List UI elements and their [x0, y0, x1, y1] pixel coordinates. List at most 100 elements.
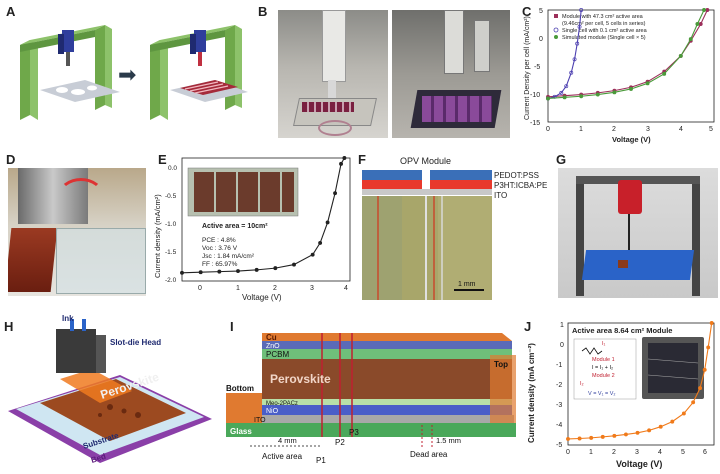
- bottom-label: Bottom: [226, 384, 254, 393]
- chart-c-point: [546, 96, 550, 101]
- chart-j-point: [681, 411, 686, 416]
- panel-label-c: C: [522, 4, 532, 19]
- chart-e-xtick: 4: [344, 285, 348, 292]
- 3d-printer-photo: [558, 168, 718, 298]
- chart-j-xtick: 0: [566, 449, 570, 456]
- chart-j-xlabel: Voltage (V): [616, 459, 662, 469]
- chart-e-point: [333, 191, 338, 196]
- chart-j-ytick: 0: [560, 342, 564, 349]
- chart-j-point: [600, 434, 605, 439]
- chart-c-ytick: 5: [539, 8, 543, 15]
- panel-j: J Active area 8.64 cm² Module I₁ Module …: [522, 315, 720, 469]
- perovskite-film: [40, 379, 186, 441]
- chart-c-point: [612, 90, 617, 95]
- printer-frame-left: [20, 25, 120, 120]
- perovskite-stack-diagram: Cu ZnO PCBM Perovskite Meo-2PACz NiO ITO…: [226, 333, 516, 465]
- layer-label-ito: ITO: [494, 191, 507, 200]
- chart-c-series-line-0: [547, 9, 708, 98]
- chart-c-series-line-2: [547, 9, 705, 100]
- chart-j-point: [658, 424, 663, 429]
- chart-c-series-line-1: [547, 9, 582, 100]
- bottom-contact: [226, 393, 262, 423]
- chart-c-point: [705, 8, 710, 12]
- legend-text: Single cell with 0.1 cm² active area: [562, 28, 648, 34]
- chart-j-ytick: 1: [560, 322, 564, 329]
- p1-label: P1: [316, 456, 326, 465]
- chart-j-ytick: -4: [556, 422, 562, 429]
- chart-c-point: [662, 71, 667, 76]
- chart-j-ylabel: Current density (mA cm⁻²): [527, 343, 536, 443]
- pcbm-label: PCBM: [266, 350, 289, 359]
- cu-label: Cu: [266, 333, 277, 342]
- chart-j-series-line-0: [567, 322, 713, 440]
- layer-pedot-right: [430, 170, 492, 180]
- chart-j-frame: [567, 322, 715, 446]
- chart-c-ytick: 0: [539, 36, 543, 43]
- chart-e-ytick: -2.0: [165, 277, 177, 284]
- nio-label: NiO: [266, 408, 279, 415]
- p3-label: P3: [349, 428, 359, 437]
- dead-area-label: Dead area: [410, 450, 448, 459]
- chart-e-xtick: 2: [273, 285, 277, 292]
- four-mm-label: 4 mm: [278, 436, 297, 445]
- layer-pcbm: [262, 349, 512, 359]
- chart-c-point: [645, 81, 650, 86]
- chart-j-xtick: 6: [703, 449, 707, 456]
- panel-i: I Cu ZnO PCBM Perovskite Meo-2PACz NiO I…: [222, 315, 522, 469]
- panel-b: B: [258, 0, 520, 145]
- chart-e-point: [254, 267, 259, 272]
- layer-active-left: [362, 180, 422, 189]
- chart-j-point: [647, 428, 652, 433]
- opv-module-diagram: OPV Module PEDOT:PSS P3HT:ICBA:PEI ITO 1…: [362, 156, 550, 300]
- glass-label: Glass: [230, 427, 252, 436]
- module-cell: [282, 172, 294, 212]
- panel-label-g: G: [556, 152, 567, 167]
- chart-c-point: [569, 70, 574, 75]
- chart-e-ytick: -0.5: [165, 193, 177, 200]
- slot-die-front: [96, 335, 106, 373]
- panel-label-j: J: [524, 319, 532, 334]
- pce-text: PCE : 4.8%: [202, 237, 236, 244]
- chart-e-xtick: 1: [236, 285, 240, 292]
- chart-c-xtick: 1: [579, 126, 583, 133]
- chart-e: Active area = 10cm² PCE : 4.8% Voc : 3.7…: [153, 156, 351, 302]
- top-contact: [490, 355, 516, 423]
- chart-j-ytick: -1: [556, 362, 562, 369]
- layer-label-pedot: PEDOT:PSS: [494, 171, 539, 180]
- coating-photo: [8, 168, 146, 296]
- chart-c-point: [702, 8, 706, 12]
- legend-marker-simulated: [554, 35, 558, 39]
- chart-j-point: [691, 400, 696, 405]
- chart-e-ytick: -1.0: [165, 221, 177, 228]
- chart-c-point: [564, 84, 569, 89]
- chart-c-point: [629, 87, 633, 91]
- slot-die-diagram: Ink Slot-die Head Perovskite Substrate B…: [8, 314, 212, 465]
- chart-e-xtick: 3: [310, 285, 314, 292]
- printing-photo-right: [392, 10, 510, 138]
- chart-c-point: [577, 24, 582, 29]
- panel-label-a: A: [6, 4, 16, 19]
- microscope-stripe: [362, 196, 402, 300]
- ink-label: Ink: [62, 315, 74, 323]
- chart-e-point: [339, 161, 343, 166]
- legend-text: Simulated module (Single cell × 5): [562, 35, 646, 41]
- scale-bar-label: 1 mm: [458, 281, 476, 288]
- chart-j-point: [706, 345, 711, 350]
- arrow-icon: ➡: [118, 62, 136, 87]
- chart-c-series: [546, 8, 710, 101]
- layer-perovskite: [262, 359, 512, 399]
- layer-ito: [252, 415, 514, 423]
- panel-label-e: E: [158, 152, 167, 167]
- layer-label-active: P3HT:ICBA:PEI: [494, 181, 548, 190]
- chart-j-point: [577, 436, 582, 441]
- panel-label-b: B: [258, 4, 268, 19]
- chart-c-point: [562, 95, 567, 100]
- module-cell: [216, 172, 236, 212]
- chart-e-point: [325, 220, 330, 225]
- chart-e-xlabel: Voltage (V): [242, 293, 282, 302]
- ink-tube: [70, 319, 74, 331]
- chart-e-xtick: 0: [198, 285, 202, 292]
- chart-c-xtick: 0: [546, 126, 550, 133]
- module-cell: [194, 172, 214, 212]
- printer-diagram: ➡: [20, 25, 248, 120]
